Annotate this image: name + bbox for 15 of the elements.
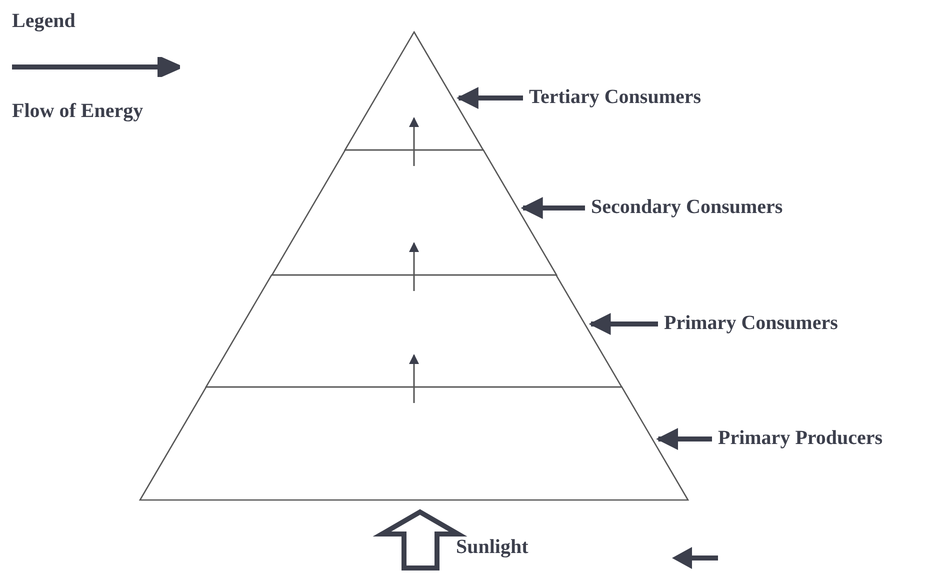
block-arrow [372, 509, 468, 570]
level-label: Tertiary Consumers [529, 86, 702, 108]
legend-heading: Legend [12, 10, 76, 32]
level-label: Secondary Consumers [591, 196, 783, 218]
arrow [456, 87, 523, 109]
level-label: Primary Producers [718, 427, 883, 449]
legend-text: Flow of Energy [12, 100, 144, 122]
arrow [409, 242, 419, 291]
sunlight-label: Sunlight [456, 536, 528, 558]
level-label: Primary Consumers [664, 312, 838, 334]
arrow [409, 117, 419, 166]
arrow [588, 313, 658, 335]
arrow [409, 354, 419, 403]
arrow [656, 428, 712, 450]
arrow [520, 197, 585, 219]
